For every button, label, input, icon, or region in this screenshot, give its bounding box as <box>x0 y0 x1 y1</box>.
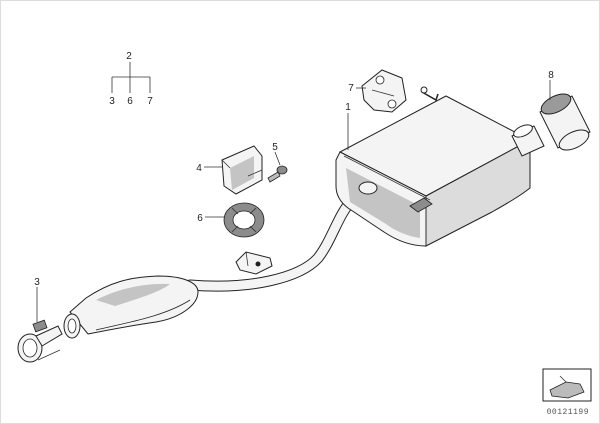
rear-muffler[interactable] <box>335 86 545 247</box>
callout-8: 8 <box>548 70 554 81</box>
callout-5: 5 <box>272 142 278 153</box>
callout-7-legend: 7 <box>147 96 153 107</box>
callout-6: 6 <box>197 213 203 224</box>
pipe-hanger-bracket[interactable] <box>235 251 273 275</box>
overview-thumbnail-icon <box>542 368 592 402</box>
callout-6-legend: 6 <box>127 96 133 107</box>
callout-3-legend: 3 <box>109 96 115 107</box>
reference-number: 00121199 <box>547 408 589 417</box>
bolt-part[interactable] <box>267 165 288 183</box>
front-pipe-assembly[interactable] <box>63 182 374 339</box>
callout-2: 2 <box>126 51 132 62</box>
callout-7: 7 <box>348 83 354 94</box>
bracket-part[interactable] <box>221 145 263 195</box>
callout-3: 3 <box>34 277 40 288</box>
leader-lines <box>36 80 551 322</box>
callout-4: 4 <box>196 163 202 174</box>
callout-labels: 2 3 6 7 1 7 8 4 5 6 3 <box>34 51 554 288</box>
callout-1: 1 <box>345 102 351 113</box>
tailpipe-tip[interactable] <box>538 90 592 154</box>
rubber-mount-ring[interactable] <box>223 202 265 238</box>
rubber-mount-upper[interactable] <box>361 69 407 113</box>
legend-tree <box>111 62 151 93</box>
clamp-part[interactable] <box>17 319 63 363</box>
